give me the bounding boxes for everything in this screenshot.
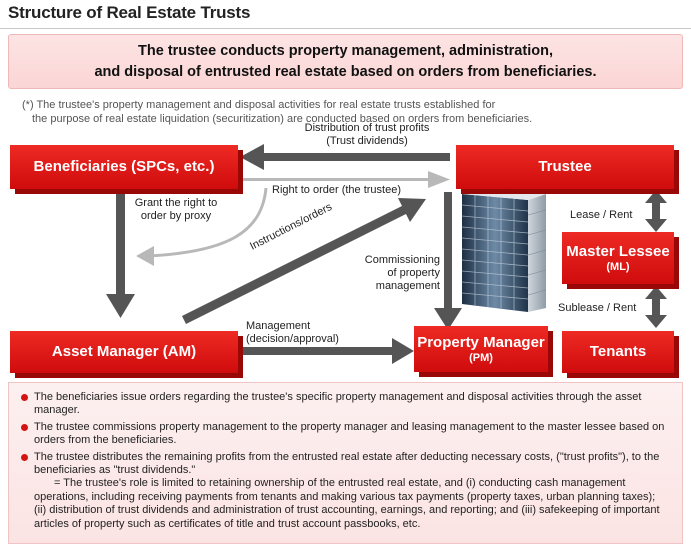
sublease-rent-label: Sublease / Rent — [558, 302, 637, 314]
bullet-dot-icon — [21, 423, 28, 431]
distribution-label-line-2: (Trust dividends) — [326, 135, 408, 147]
arrow-beneficiaries-to-am — [106, 192, 135, 318]
grant-proxy-line-2: order by proxy — [140, 210, 212, 222]
title-divider — [0, 28, 691, 29]
summary-banner: The trustee conducts property management… — [8, 34, 683, 89]
page-title: Structure of Real Estate Trusts — [8, 3, 251, 22]
management-line-1: Management — [246, 320, 311, 332]
right-to-order-label: Right to order (the trustee) — [272, 184, 402, 196]
bullet-text: The beneficiaries issue orders regarding… — [34, 391, 642, 417]
bullet-text: The trustee commissions property managem… — [34, 420, 665, 447]
bullet-dot-icon — [21, 394, 28, 401]
asset-manager-box: Asset Manager (AM) — [10, 331, 238, 373]
arrow-right-to-order — [240, 171, 450, 188]
commissioning-label: Commissioning of property management — [340, 254, 440, 293]
arrow-trustee-to-pm — [434, 192, 462, 330]
arrow-instructions — [181, 198, 426, 325]
arrow-management — [210, 338, 414, 364]
distribution-label-line-1: Distribution of trust profits — [304, 122, 430, 134]
master-lessee-abbrev: (ML) — [606, 261, 630, 273]
grant-proxy-label: Grant the right to order by proxy — [126, 197, 226, 223]
commissioning-line-3: management — [375, 280, 440, 292]
banner-line-2: and disposal of entrusted real estate ba… — [94, 63, 597, 80]
arrow-distribution — [240, 144, 450, 170]
explanation-panel: The beneficiaries issue orders regarding… — [8, 382, 683, 544]
bullet-dot-icon — [21, 453, 28, 461]
arrow-sublease-rent — [645, 286, 667, 328]
property-manager-box: Property Manager (PM) — [414, 326, 548, 372]
grant-proxy-line-1: Grant the right to — [134, 197, 218, 209]
commissioning-line-1: Commissioning — [364, 254, 440, 266]
commissioning-line-2: of property — [387, 267, 440, 279]
property-manager-label: Property Manager — [417, 334, 545, 351]
banner-line-1: The trustee conducts property management… — [138, 42, 553, 59]
trustee-role-note: = The trustee's role is limited to retai… — [21, 477, 670, 531]
office-building-icon — [461, 190, 547, 312]
tenants-box: Tenants — [562, 331, 674, 373]
bullet-item: The beneficiaries issue orders regarding… — [21, 391, 670, 418]
footnote: (*) The trustee's property management an… — [22, 98, 672, 126]
arrow-grant-proxy — [136, 187, 268, 266]
beneficiaries-label: Beneficiaries (SPCs, etc.) — [33, 158, 215, 175]
management-line-2: (decision/approval) — [246, 333, 339, 345]
master-lessee-label: Master Lessee — [566, 243, 670, 260]
asset-manager-label: Asset Manager (AM) — [51, 343, 197, 360]
master-lessee-box: Master Lessee (ML) — [562, 232, 674, 284]
property-manager-abbrev: (PM) — [469, 352, 493, 364]
footnote-line-2: the purpose of real estate liquidation (… — [32, 113, 533, 125]
trustee-role-rest: operations, including receiving payments… — [34, 490, 660, 530]
lease-rent-label: Lease / Rent — [570, 209, 633, 221]
bullet-text: The trustee distributes the remaining pr… — [34, 450, 660, 477]
trustee-role-line-1: = The trustee's role is limited to retai… — [54, 477, 626, 490]
footnote-line-1: (*) The trustee's property management an… — [22, 99, 496, 111]
distribution-label: Distribution of trust profits (Trust div… — [282, 122, 452, 148]
arrow-lease-rent — [645, 190, 667, 232]
tenants-label: Tenants — [589, 343, 647, 360]
trustee-label: Trustee — [538, 158, 592, 175]
beneficiaries-box: Beneficiaries (SPCs, etc.) — [10, 145, 238, 189]
flow-diagram — [106, 144, 667, 364]
management-label: Management (decision/approval) — [246, 320, 339, 346]
bullet-item: The trustee distributes the remaining pr… — [21, 451, 670, 478]
bullet-item: The trustee commissions property managem… — [21, 421, 670, 448]
trustee-box: Trustee — [456, 145, 674, 189]
